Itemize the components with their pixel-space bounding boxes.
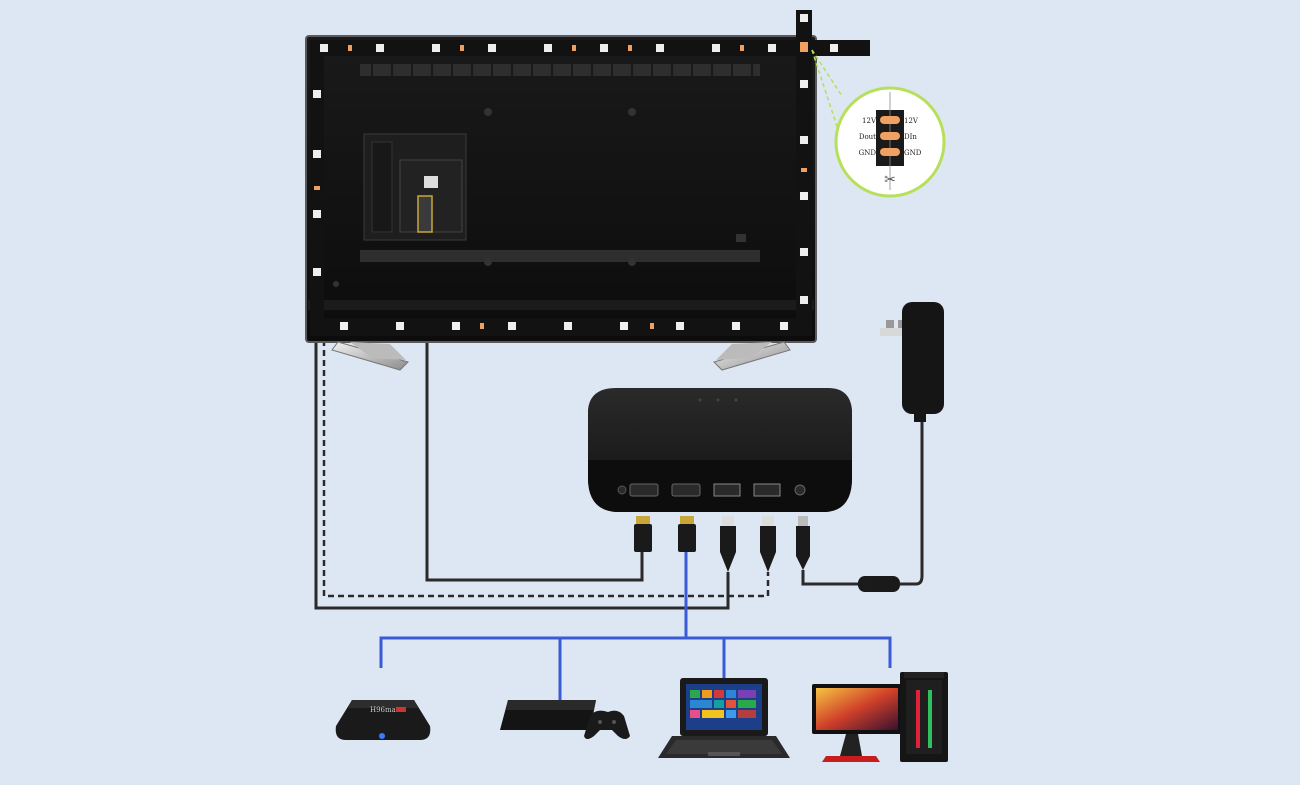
pin-label-right-1: 12V — [904, 117, 919, 125]
usb-port-2 — [753, 483, 781, 497]
sync-box-icon — [588, 388, 852, 512]
power-adapter-icon — [880, 302, 944, 422]
hdmi-input-bus — [379, 552, 892, 700]
desktop-pc-icon — [812, 672, 948, 762]
hdmi-out-port — [629, 483, 659, 497]
tv-back-panel — [305, 35, 817, 343]
game-console-icon — [500, 700, 630, 739]
tv-box-icon: H96max — [335, 700, 431, 740]
tv-stand — [331, 341, 791, 371]
pin-label-left-1: 12V — [862, 117, 877, 125]
usb-data-wire-dashed — [322, 330, 770, 598]
hdmi-tv-wire — [425, 330, 644, 582]
hdmi-in-port — [671, 483, 701, 497]
connector-callout: 12V Dout GND 12V DIn GND ✂ — [811, 49, 946, 198]
scissors-icon: ✂ — [884, 172, 896, 188]
led-strip — [310, 10, 870, 336]
pin-label-right-2: DIn — [904, 133, 917, 141]
pin-label-left-2: Dout — [859, 133, 876, 141]
cable-plugs — [634, 516, 810, 572]
pin-label-left-3: GND — [859, 149, 877, 157]
dc-power-wire — [801, 570, 862, 586]
dc-in-port — [794, 484, 806, 496]
pin-label-right-3: GND — [904, 149, 922, 157]
laptop-icon — [658, 678, 790, 758]
tv-box-badge: H96max — [370, 706, 400, 714]
usb-power-wire — [314, 330, 730, 610]
usb-port-1 — [713, 483, 741, 497]
hdmi-plug-icon — [417, 195, 433, 233]
wires — [314, 330, 924, 700]
cable-ferrite-icon — [858, 576, 900, 592]
